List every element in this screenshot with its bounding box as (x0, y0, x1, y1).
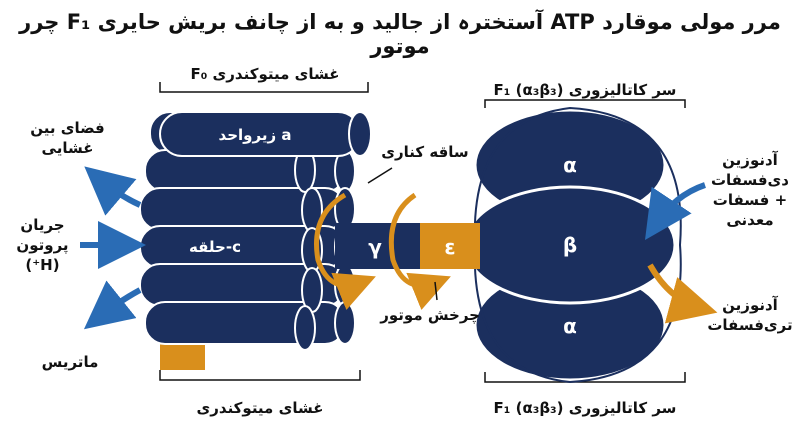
intermembrane-space-label: فضای بین غشایی (30, 119, 105, 157)
epsilon-label: ε (444, 235, 455, 259)
f1-head-outline (473, 106, 682, 384)
membrane-bottom-label: غشای میتوکندری (196, 399, 324, 417)
alpha-top-label: α (563, 153, 577, 177)
epsilon-subunit (420, 223, 480, 269)
rotation-arrow-gamma (314, 192, 376, 310)
gamma-shaft (335, 223, 430, 269)
f1-head-bottom-label: سر کاتالیزوری F₁ (α₃β₃) (493, 399, 677, 417)
diagram-title: مرر مولی موقارد ATP آستخترہ از جالید و ب… (19, 10, 781, 58)
f1-head (463, 108, 677, 382)
matrix-label: ماتریس (41, 353, 99, 371)
subunit-a (159, 111, 372, 157)
f1-bottom-bracket (484, 372, 686, 383)
membrane-f0-bracket (159, 82, 369, 93)
f1-top-bracket (484, 99, 686, 108)
proton-flow-label: جریان پروتون (H⁺) (16, 216, 69, 274)
gamma-label: γ (368, 235, 382, 259)
proton-arrow-up (84, 166, 142, 216)
atp-arrow (647, 263, 718, 324)
adp-arrow (645, 182, 707, 240)
membrane-bottom-bracket (159, 370, 361, 381)
membrane-f0-label: غشای میتوکندری F₀ (190, 65, 340, 83)
rotation-pointer (434, 281, 438, 301)
c-ring-label: حلقه-c (189, 238, 241, 256)
stalk-pointer (367, 167, 393, 184)
adp-input-label: آدنوزین دی‌فسفات + فسفات معدنی (710, 151, 790, 229)
rotation-arrow-epsilon (388, 192, 451, 310)
beta-label: β (563, 233, 577, 257)
subunit-a-label: زیرواحد a (219, 126, 292, 144)
motor-rotation-label: چرخش موتور (380, 306, 480, 324)
atp-output-label: آدنوزین تری‌فسفات (707, 296, 793, 334)
central-stalk-label: ساقه کناری (381, 143, 469, 161)
proton-arrow-down (83, 280, 142, 330)
alpha-bottom-label: α (563, 314, 577, 338)
f1-head-top-label: سر کاتالیزوری F₁ (α₃β₃) (493, 81, 677, 99)
